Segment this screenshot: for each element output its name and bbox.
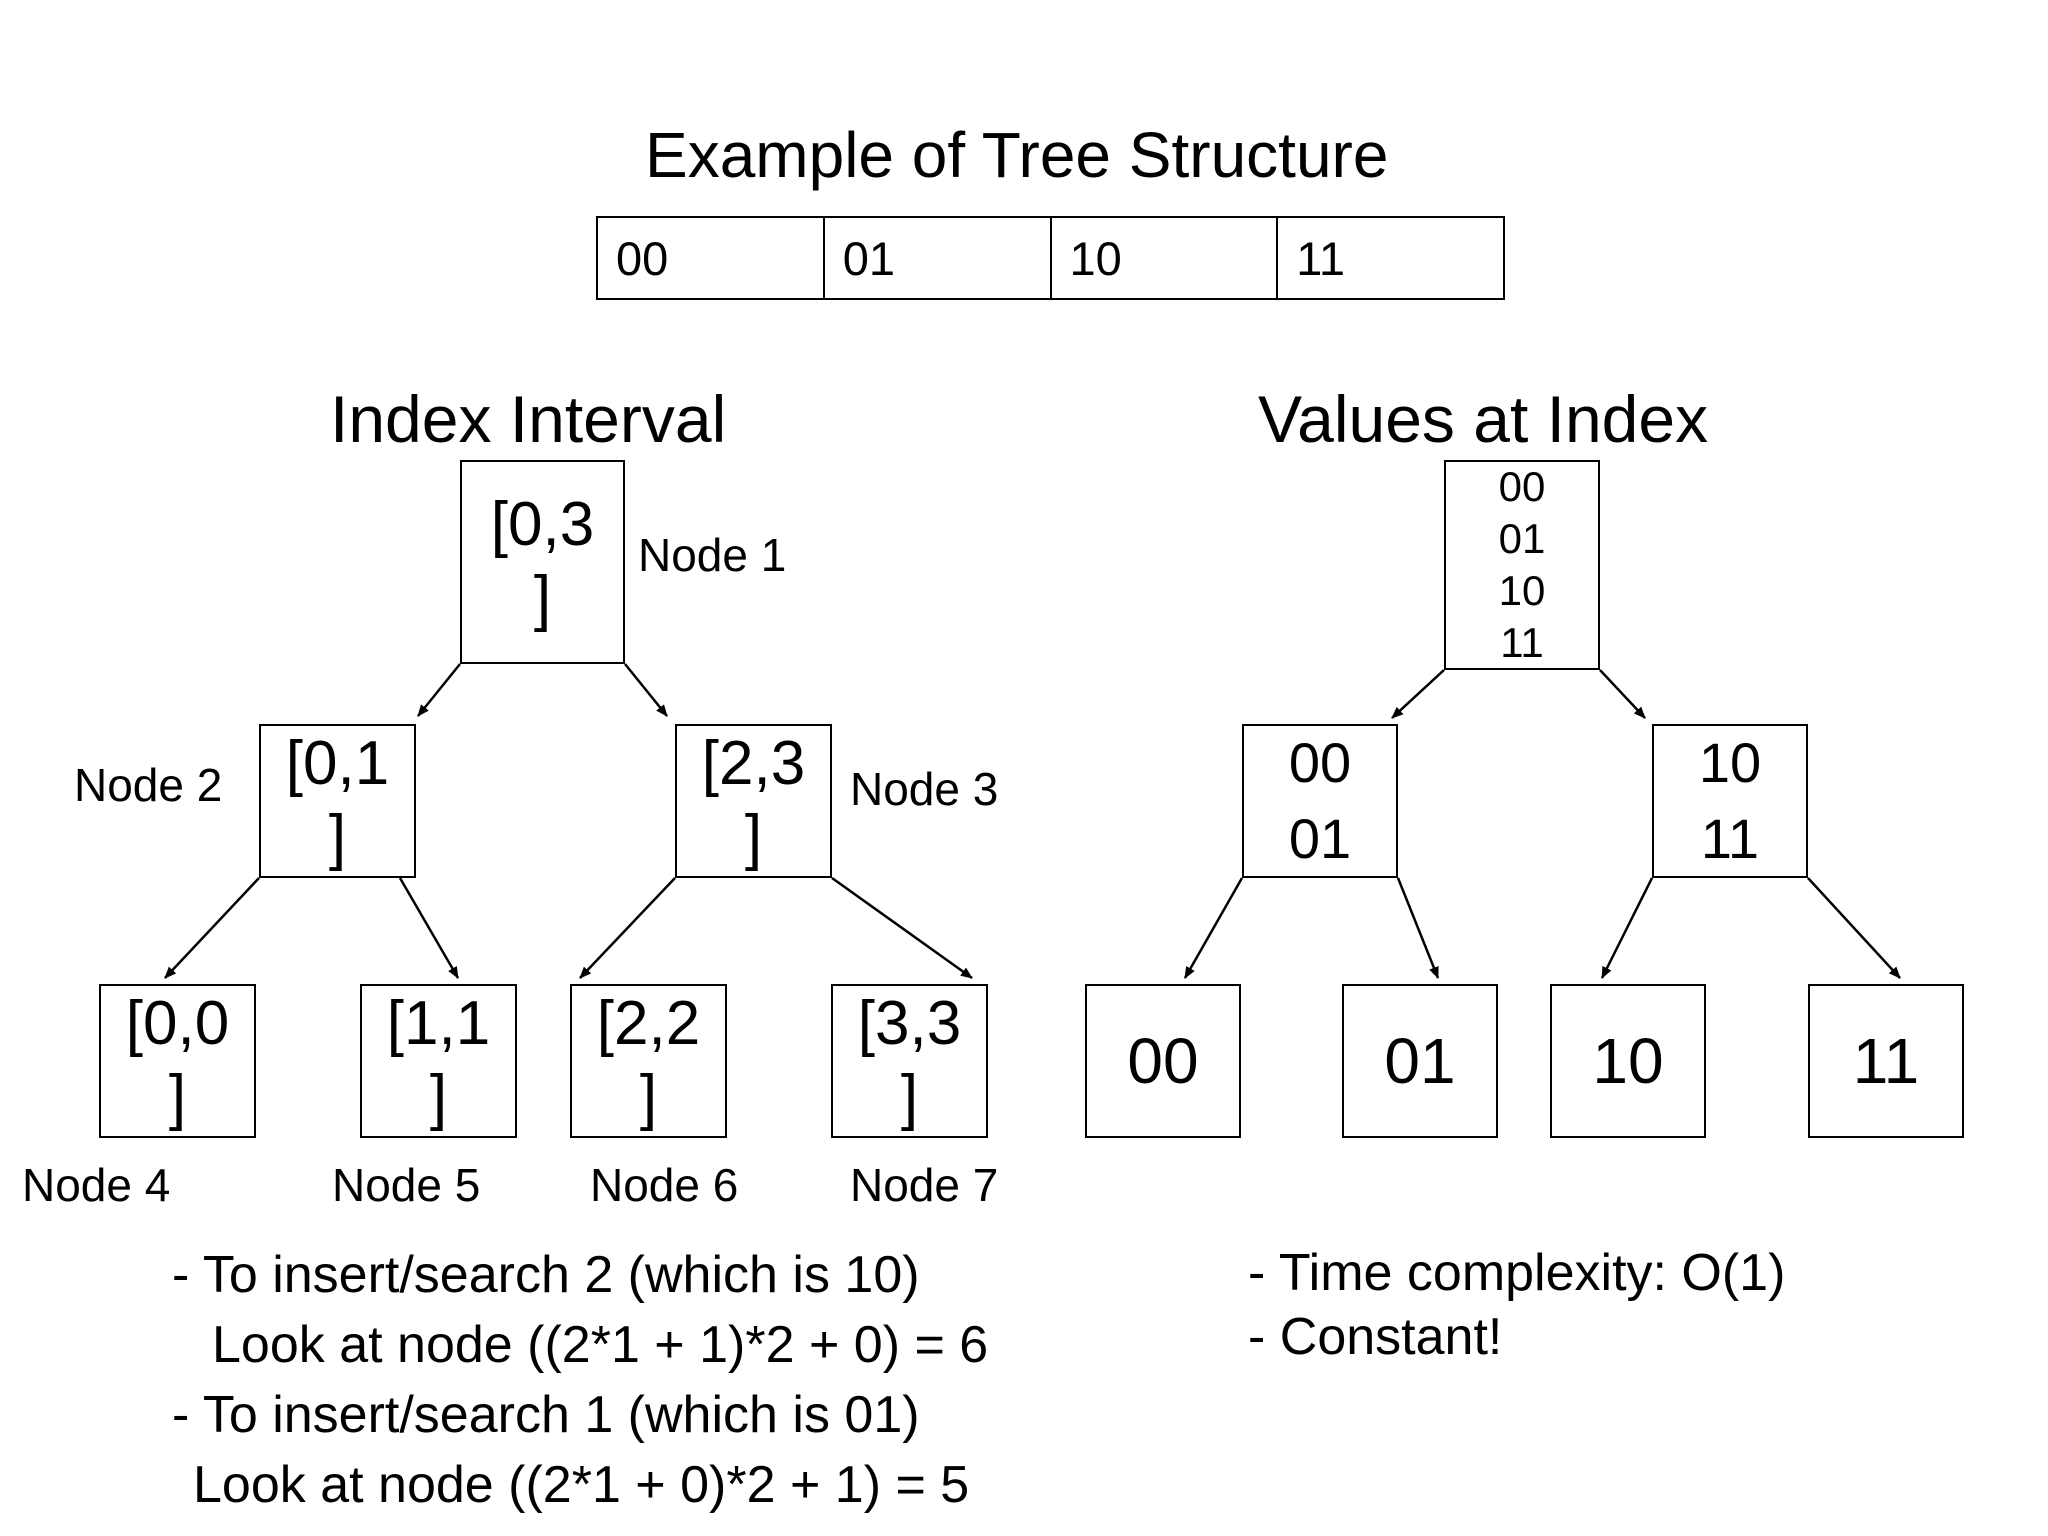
array-cell-2: 10 <box>1049 218 1277 298</box>
array-cell-1: 01 <box>822 218 1050 298</box>
note-right-line-1: - Time complexity: O(1) <box>1248 1244 1786 1302</box>
values-leaf-2: 10 <box>1550 984 1706 1138</box>
note-left-line-3: - To insert/search 1 (which is 01) <box>172 1386 920 1444</box>
note-right-line-2: - Constant! <box>1248 1308 1503 1366</box>
left-tree-heading: Index Interval <box>330 382 727 456</box>
edge-n3-n6 <box>579 877 676 979</box>
interval-node-5-line1: [1,1 <box>386 989 491 1058</box>
right-tree-heading: Values at Index <box>1258 382 1709 456</box>
values-child-left-line-1: 01 <box>1288 807 1352 870</box>
interval-node-3-line1: [2,3 <box>701 729 806 798</box>
edge-n1-n2 <box>417 663 461 717</box>
interval-node-1-line2: ] <box>533 564 552 633</box>
node-3-label: Node 3 <box>850 763 999 815</box>
values-child-left-line-0: 00 <box>1288 731 1352 794</box>
interval-node-4-line2: ] <box>168 1063 187 1132</box>
node-2-label: Node 2 <box>74 759 223 811</box>
values-leaf-0-text: 00 <box>1127 1025 1199 1097</box>
edge-n3-n7 <box>831 876 973 980</box>
interval-node-7: [3,3 ] <box>831 984 988 1138</box>
interval-node-7-line2: ] <box>900 1063 919 1132</box>
array-cell-3: 11 <box>1276 218 1503 298</box>
interval-node-2: [0,1 ] <box>259 724 416 878</box>
values-leaf-1: 01 <box>1342 984 1498 1138</box>
values-root-line-2: 10 <box>1498 567 1546 614</box>
interval-node-1-line1: [0,3 <box>490 490 595 559</box>
node-4-label: Node 4 <box>22 1159 171 1211</box>
array-cell-0: 00 <box>616 231 669 285</box>
interval-node-4: [0,0 ] <box>99 984 256 1138</box>
edge-n1-n3 <box>624 663 668 717</box>
interval-node-6-line1: [2,2 <box>596 989 701 1058</box>
edge-vcr-vl2 <box>1600 877 1654 979</box>
node-5-label: Node 5 <box>332 1159 481 1211</box>
values-leaf-1-text: 01 <box>1384 1025 1456 1097</box>
interval-node-5: [1,1 ] <box>360 984 517 1138</box>
interval-node-3: [2,3 ] <box>675 724 832 878</box>
array-table: 00 01 10 11 <box>596 216 1505 300</box>
interval-node-7-line1: [3,3 <box>857 989 962 1058</box>
values-root-node: 00 01 10 11 <box>1444 460 1600 670</box>
node-7-label: Node 7 <box>850 1159 999 1211</box>
values-child-right-line-1: 11 <box>1700 807 1760 870</box>
node-1-label: Node 1 <box>638 529 787 581</box>
values-root-line-1: 01 <box>1498 515 1546 562</box>
edge-vroot-vcr <box>1599 669 1646 719</box>
edge-vcl-vl0 <box>1183 877 1244 979</box>
slide-title: Example of Tree Structure <box>645 119 1389 191</box>
values-root-line-3: 11 <box>1500 619 1544 666</box>
interval-node-4-line1: [0,0 <box>125 989 230 1058</box>
values-child-right-line-0: 10 <box>1698 731 1762 794</box>
note-left-line-2: Look at node ((2*1 + 1)*2 + 0) = 6 <box>212 1316 989 1374</box>
edge-vcl-vl1 <box>1396 877 1440 979</box>
values-leaf-3-text: 11 <box>1852 1025 1920 1097</box>
values-leaf-3: 11 <box>1808 984 1964 1138</box>
interval-node-3-line2: ] <box>744 803 763 872</box>
node-6-label: Node 6 <box>590 1159 739 1211</box>
values-root-line-0: 00 <box>1498 463 1546 510</box>
interval-node-2-line2: ] <box>328 803 347 872</box>
interval-node-5-line2: ] <box>429 1063 448 1132</box>
values-leaf-2-text: 10 <box>1592 1025 1664 1097</box>
edge-n2-n5 <box>398 877 460 979</box>
note-left-line-4: Look at node ((2*1 + 0)*2 + 1) = 5 <box>193 1456 970 1514</box>
edge-vroot-vcl <box>1391 669 1445 719</box>
interval-node-2-line1: [0,1 <box>285 729 390 798</box>
edge-vcr-vl3 <box>1807 877 1901 979</box>
values-child-right: 10 11 <box>1652 724 1808 878</box>
interval-node-6-line2: ] <box>639 1063 658 1132</box>
note-left-line-1: - To insert/search 2 (which is 10) <box>172 1246 920 1304</box>
interval-node-1: [0,3 ] <box>460 460 625 664</box>
values-leaf-0: 00 <box>1085 984 1241 1138</box>
values-child-left: 00 01 <box>1242 724 1398 878</box>
edge-n2-n4 <box>164 877 260 979</box>
interval-node-6: [2,2 ] <box>570 984 727 1138</box>
